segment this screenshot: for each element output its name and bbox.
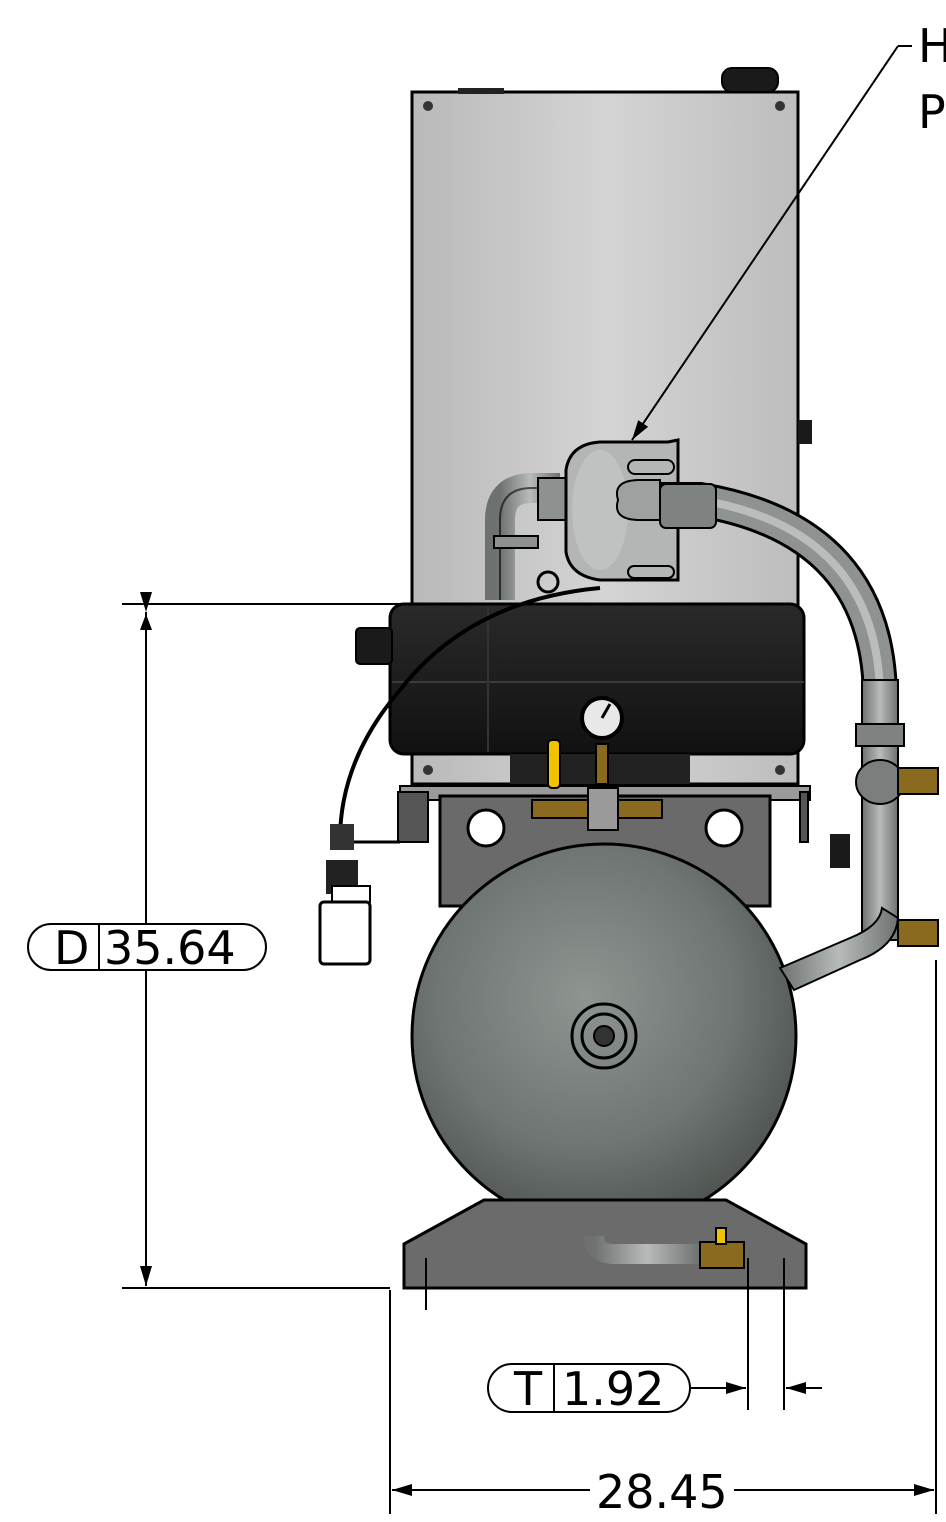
valve-handle — [547, 739, 561, 789]
screw-icon — [775, 101, 785, 111]
screw-icon — [775, 765, 785, 775]
depth-dimension — [27, 592, 412, 1289]
callout-line-2: P — [918, 85, 946, 139]
callout-leader — [631, 45, 912, 441]
thickness-prefix: T — [513, 1362, 543, 1416]
air-tank — [410, 842, 900, 1230]
brass-fitting — [897, 767, 939, 795]
hose-fitting — [659, 483, 717, 529]
right-pipe — [830, 679, 939, 947]
depth-dimension-box — [27, 923, 267, 971]
hose — [616, 479, 898, 760]
brass-fitting — [897, 919, 939, 947]
callout-line-1: H — [918, 19, 946, 73]
screw-icon — [423, 765, 433, 775]
screw-icon — [423, 101, 433, 111]
width-value: 28.45 — [596, 1465, 728, 1519]
thickness-dimension — [425, 1258, 822, 1413]
drain-bottle — [318, 824, 400, 966]
thickness-value: 1.92 — [562, 1362, 664, 1416]
base-stand — [402, 1198, 808, 1290]
width-dimension — [389, 960, 937, 1514]
depth-value: 35.64 — [104, 921, 236, 975]
ball-valve — [531, 739, 663, 831]
depth-prefix: D — [54, 921, 89, 975]
side-fitting — [798, 420, 812, 444]
panel-cap — [721, 67, 779, 93]
thickness-dimension-box — [487, 1363, 691, 1413]
drain-tube — [338, 586, 601, 841]
